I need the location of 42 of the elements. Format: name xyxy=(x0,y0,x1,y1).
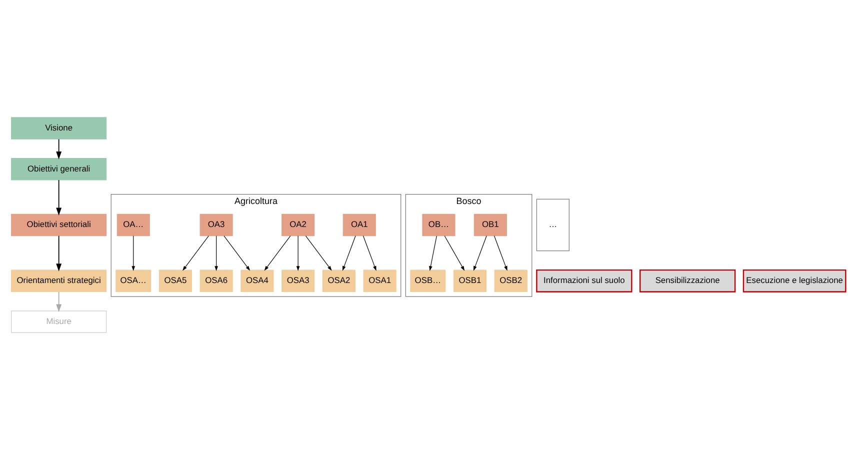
node-box: OA3 xyxy=(200,214,233,236)
arrow xyxy=(264,236,291,271)
arrow xyxy=(132,236,136,271)
arrow xyxy=(296,236,300,271)
node-box: OSA3 xyxy=(282,270,315,292)
node-box: OSB… xyxy=(410,270,446,292)
node-box: OSA… xyxy=(116,270,152,292)
arrow xyxy=(56,138,62,160)
arrow xyxy=(444,236,465,271)
arrow xyxy=(56,291,62,312)
node-box: Sensibilizzazione xyxy=(639,269,736,292)
arrow xyxy=(362,236,376,271)
node-box: Visione xyxy=(11,117,107,140)
arrow xyxy=(342,236,356,271)
arrow xyxy=(182,236,209,271)
node-box: OB1 xyxy=(474,214,507,236)
node-box: OA… xyxy=(116,214,150,236)
node-box: Misure xyxy=(11,310,107,333)
arrow xyxy=(56,235,62,272)
node-box: OSA1 xyxy=(363,270,396,292)
arrow xyxy=(305,236,332,271)
arrow xyxy=(494,236,508,271)
arrow xyxy=(473,236,487,271)
node-box: OSA6 xyxy=(200,270,233,292)
arrow xyxy=(224,236,250,271)
node-box: Obiettivi settoriali xyxy=(11,214,107,236)
node-box: … xyxy=(536,198,570,252)
arrow xyxy=(429,236,437,271)
node-box: OSA4 xyxy=(240,270,274,292)
node-box: OA2 xyxy=(282,214,315,236)
arrow xyxy=(56,180,62,216)
node-box: OSA2 xyxy=(322,270,356,292)
node-box: OSB1 xyxy=(453,270,486,292)
node-box: OSA5 xyxy=(158,270,192,292)
node-box: Informazioni sul suolo xyxy=(536,269,632,292)
node-box: OA1 xyxy=(342,214,376,236)
node-box: OB… xyxy=(422,214,456,236)
node-box: Obiettivi generali xyxy=(11,158,107,180)
node-box: OSB2 xyxy=(494,270,528,292)
arrow xyxy=(214,236,218,271)
node-box: Esecuzione e legislazione xyxy=(742,269,846,292)
node-box: Orientamenti strategici xyxy=(11,270,107,292)
